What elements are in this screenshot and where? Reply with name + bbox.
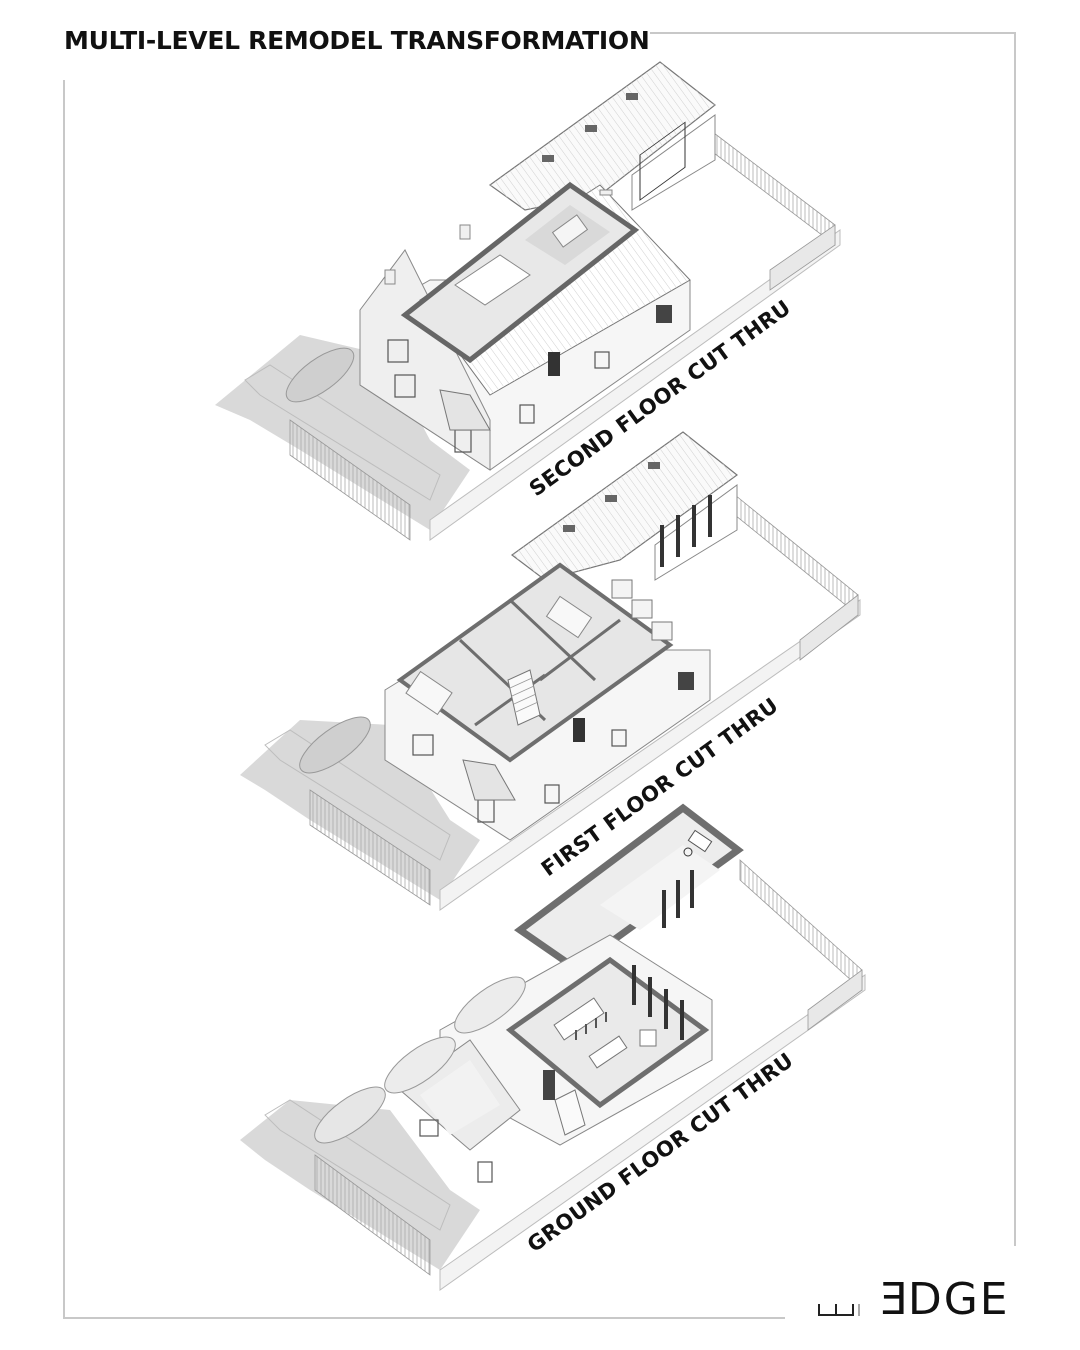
bracket-mark-icon: [818, 1302, 862, 1316]
frame-right-line: [1014, 32, 1016, 1246]
frame-top-line: [650, 32, 1016, 34]
brand-logo: EDGE: [818, 1274, 1010, 1325]
page-title: MULTI-LEVEL REMODEL TRANSFORMATION: [64, 26, 650, 55]
brand-wordmark-first-letter: E: [878, 1274, 908, 1325]
ground-floor-diagram: [240, 803, 866, 1291]
frame-bottom-line: [63, 1317, 785, 1319]
brand-wordmark-rest: DGE: [907, 1274, 1010, 1325]
frame-left-line: [63, 80, 65, 1319]
first-floor-diagram: [240, 431, 861, 911]
brand-wordmark: EDGE: [878, 1274, 1010, 1325]
second-floor-diagram: [215, 61, 841, 541]
